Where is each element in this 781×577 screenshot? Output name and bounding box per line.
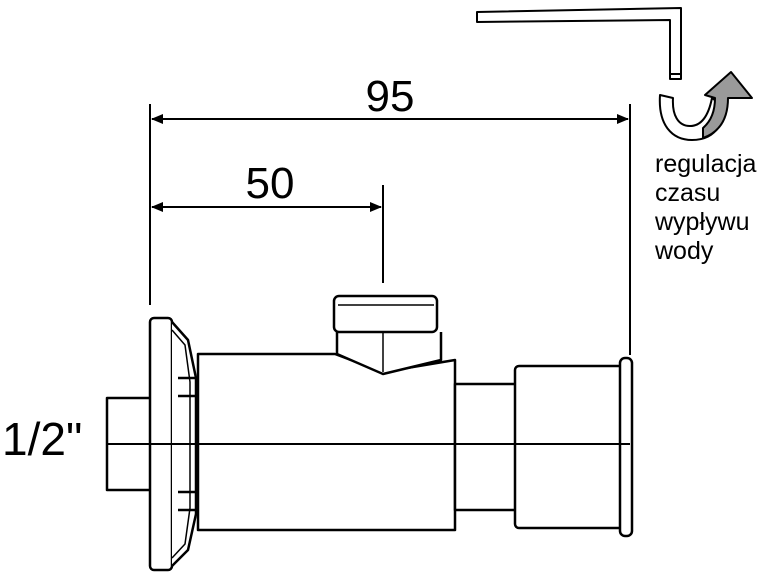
outlet-nipple: [453, 382, 519, 512]
rotate-arrow-icon: [658, 71, 753, 141]
adjustment-note: regulacja czasu wypływu wody: [655, 150, 756, 266]
dimension-label-50: 50: [246, 159, 295, 208]
extension-lines: [149, 104, 631, 355]
spindle-cap: [332, 294, 439, 334]
note-line: czasu: [655, 179, 721, 207]
main-body: [196, 352, 457, 532]
thread-size-label: 1/2": [2, 413, 82, 465]
note-line: wody: [655, 237, 714, 265]
dimension-label-95: 95: [366, 72, 415, 121]
hex-key-icon: [476, 7, 682, 80]
note-line: wypływu: [655, 208, 750, 236]
spindle-neck: [335, 332, 443, 376]
valve-body: [105, 294, 634, 572]
outlet-nut: [513, 364, 629, 530]
note-line: regulacja: [655, 150, 757, 178]
